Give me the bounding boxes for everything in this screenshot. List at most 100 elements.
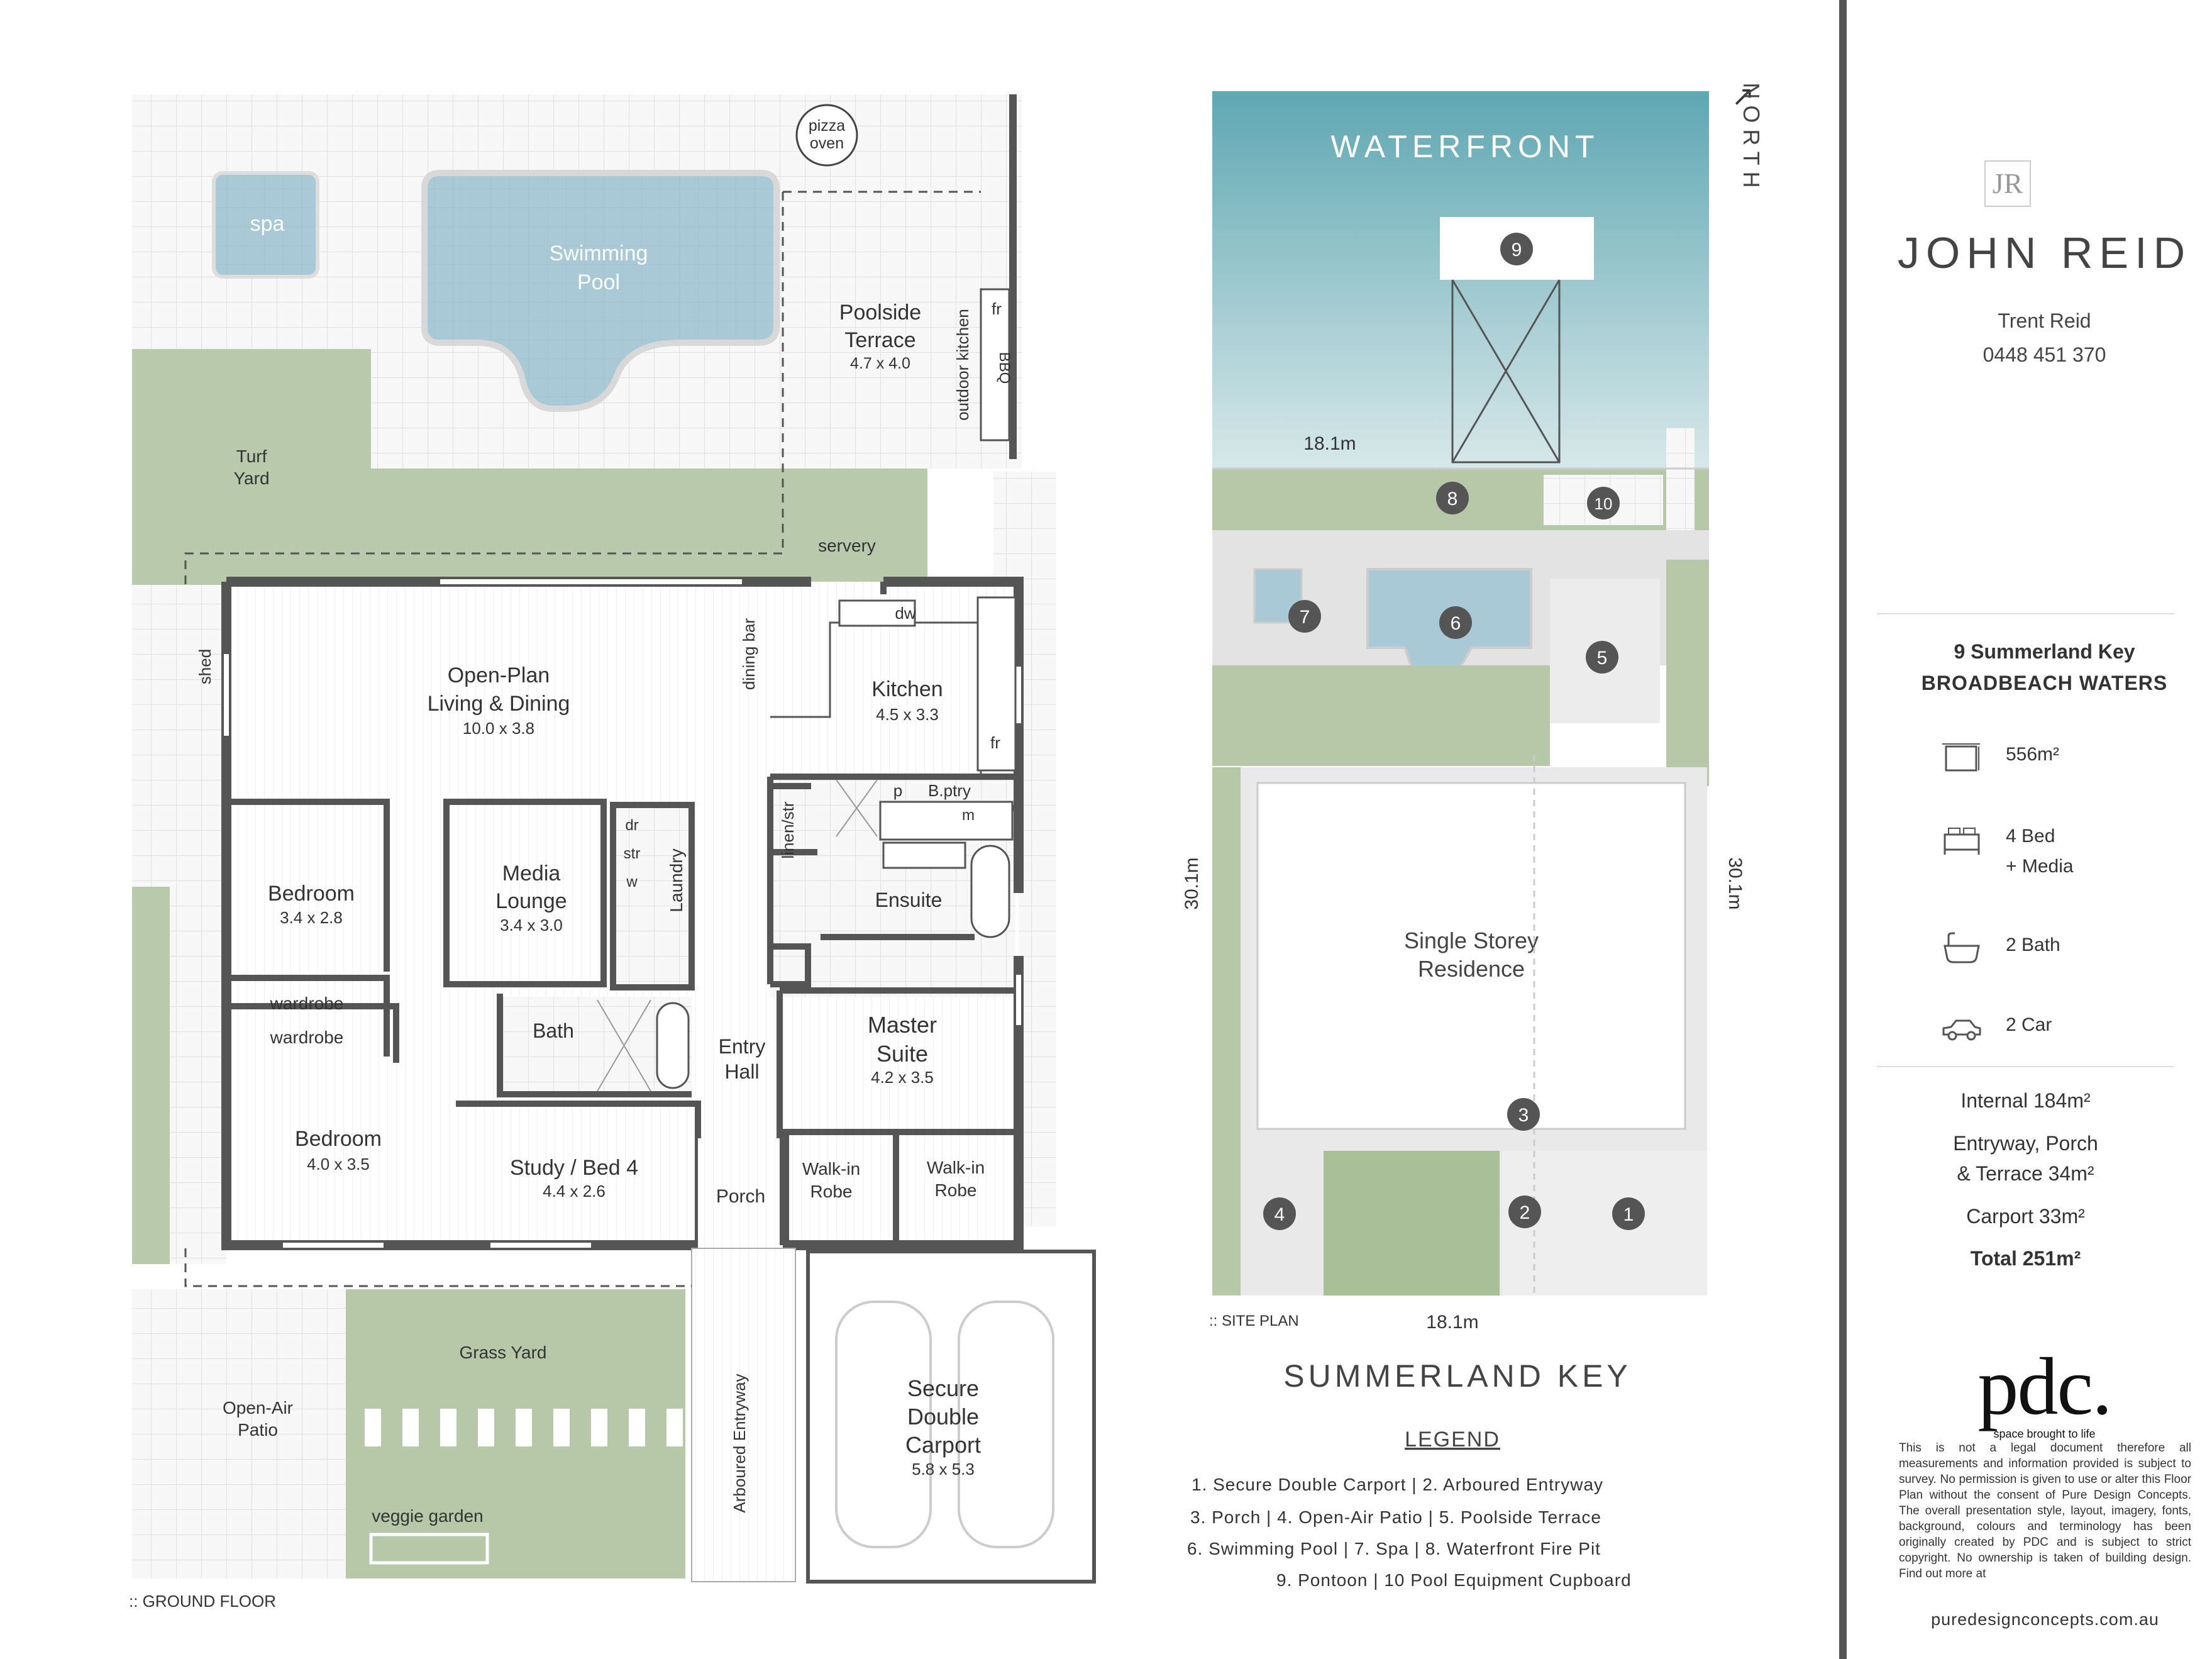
feature-land: 556m² xyxy=(1940,739,2128,789)
site-plan: WATERFRONT ↗ NORTH 18.1m Single Storey R… xyxy=(1181,81,1764,1590)
car-outline-left xyxy=(835,1301,932,1548)
label-str: str xyxy=(624,845,641,862)
feature-land-label: 556m² xyxy=(2006,744,2060,765)
label-dining-bar: dining bar xyxy=(739,618,758,691)
site-lawn xyxy=(1212,665,1550,766)
label-pizza-oven-1: pizza xyxy=(809,117,845,135)
feature-baths-label: 2 Bath xyxy=(2006,935,2060,955)
label-kitchen: Kitchen xyxy=(871,677,943,701)
label-wardrobe-1: wardrobe xyxy=(270,994,344,1013)
label-carport-dims: 5.8 x 5.3 xyxy=(912,1460,975,1479)
label-master-2: Suite xyxy=(877,1041,928,1067)
area-internal: Internal 184m² xyxy=(1960,1089,2091,1112)
stepping-stones xyxy=(365,1409,683,1446)
marker-10: 10 xyxy=(1595,494,1613,513)
label-fr-kitchen: fr xyxy=(990,733,1000,752)
label-veggie: veggie garden xyxy=(372,1506,483,1526)
site-dim-left: 30.1m xyxy=(1181,857,1202,909)
feature-baths: 2 Bath xyxy=(1940,929,2128,980)
label-linen: linen/str xyxy=(778,801,797,858)
marker-6: 6 xyxy=(1451,613,1461,634)
bathtub xyxy=(656,1002,690,1089)
label-master-dims: 4.2 x 3.5 xyxy=(871,1068,934,1087)
boundary-wall xyxy=(1009,94,1017,459)
label-dw: dw xyxy=(895,604,915,623)
legend-line-1: 1. Secure Double Carport | 2. Arboured E… xyxy=(1192,1475,1603,1494)
bath-icon xyxy=(1944,932,1980,963)
butlers-pantry-bench xyxy=(879,801,1014,841)
street-name: SUMMERLAND KEY xyxy=(1283,1358,1632,1394)
label-entry-1: Entry xyxy=(719,1035,766,1058)
legend-line-3: 6. Swimming Pool | 7. Spa | 8. Waterfron… xyxy=(1187,1539,1601,1558)
ground-floor-plan: pizza oven spa Swimming Pool Poolside Te… xyxy=(129,94,1096,1611)
site-residence xyxy=(1256,782,1686,1130)
turf-yard-area xyxy=(132,349,927,585)
pontoon-walkway xyxy=(1451,279,1561,463)
property-address-1: 9 Summerland Key xyxy=(1954,640,2135,663)
site-dim-top: 18.1m xyxy=(1303,433,1356,454)
terrace-boundary xyxy=(184,191,981,585)
label-master-1: Master xyxy=(868,1012,937,1038)
label-grass-yard: Grass Yard xyxy=(459,1343,546,1362)
label-wir1-1: Walk-in xyxy=(802,1159,860,1179)
pdc-tagline: space brought to life xyxy=(1993,1428,2096,1440)
label-porch: Porch xyxy=(716,1186,765,1207)
label-shed: shed xyxy=(196,649,214,684)
label-living-dims: 10.0 x 3.8 xyxy=(463,719,534,738)
legend-line-2: 3. Porch | 4. Open-Air Patio | 5. Poolsi… xyxy=(1190,1507,1601,1527)
label-bbq: BBQ xyxy=(996,352,1013,384)
label-carport-1: Secure xyxy=(907,1375,979,1401)
label-w: w xyxy=(626,874,638,891)
marker-4: 4 xyxy=(1275,1204,1285,1225)
marker-2: 2 xyxy=(1520,1202,1530,1223)
pdc-logo: pdc. xyxy=(1977,1341,2112,1432)
marker-8: 8 xyxy=(1447,489,1458,509)
interior-walls xyxy=(229,582,1015,1245)
car-outline-right xyxy=(958,1301,1054,1548)
label-living-1: Open-Plan xyxy=(448,663,550,687)
agency-brand: JOHN REID xyxy=(1897,228,2192,277)
label-entry-2: Hall xyxy=(724,1060,759,1083)
residence-label-1: Single Storey xyxy=(1404,928,1539,953)
area-total: Total 251m² xyxy=(1970,1247,2081,1270)
label-p: p xyxy=(893,781,902,800)
legend: 1. Secure Double Carport | 2. Arboured E… xyxy=(1187,1475,1631,1590)
marker-1: 1 xyxy=(1623,1204,1634,1225)
pdc-website-link[interactable]: puredesignconcepts.com.au xyxy=(1931,1610,2159,1629)
label-laundry: Laundry xyxy=(666,848,686,912)
floor-and-site-plan: pizza oven spa Swimming Pool Poolside Te… xyxy=(129,81,1764,1611)
bed-icon xyxy=(1944,828,1980,855)
feature-beds-label: 4 Bed xyxy=(2006,826,2055,846)
label-wardrobe-2: wardrobe xyxy=(270,1028,344,1047)
ground-floor-caption: :: GROUND FLOOR xyxy=(129,1592,276,1611)
label-poolside-1: Poolside xyxy=(839,301,921,325)
feature-cars-label: 2 Car xyxy=(2006,1014,2052,1035)
kitchen-bench xyxy=(976,596,1017,772)
agent-name: Trent Reid xyxy=(1998,309,2091,332)
area-carport: Carport 33m² xyxy=(1966,1205,2085,1228)
land-area-icon xyxy=(1942,743,1980,772)
windows xyxy=(224,579,1021,1248)
label-ensuite: Ensuite xyxy=(875,889,943,911)
label-patio-2: Patio xyxy=(238,1420,278,1440)
label-living-2: Living & Dining xyxy=(428,692,570,716)
label-dr: dr xyxy=(625,817,638,834)
label-servery: servery xyxy=(818,536,876,555)
showers xyxy=(597,779,878,1092)
swimming-pool xyxy=(421,170,780,412)
spa xyxy=(212,171,319,279)
side-garden xyxy=(132,887,170,1264)
label-fr: fr xyxy=(992,299,1002,318)
agent-phone[interactable]: 0448 451 370 xyxy=(1983,343,2106,366)
agency-logo-mark: JR xyxy=(1984,160,2031,207)
label-carport-2: Double xyxy=(907,1404,979,1429)
agent-sidebar: JR JOHN REID Trent Reid 0448 451 370 9 S… xyxy=(1839,0,2212,1659)
marker-5: 5 xyxy=(1597,648,1608,669)
label-kitchen-dims: 4.5 x 3.3 xyxy=(876,705,939,724)
label-turf-1: Turf xyxy=(236,447,267,466)
label-m: m xyxy=(962,807,975,824)
label-bedroom-2-dims: 4.0 x 3.5 xyxy=(307,1155,370,1174)
ensuite-bathtub xyxy=(970,845,1010,938)
label-wir1-2: Robe xyxy=(810,1182,853,1201)
vanity xyxy=(882,841,966,869)
